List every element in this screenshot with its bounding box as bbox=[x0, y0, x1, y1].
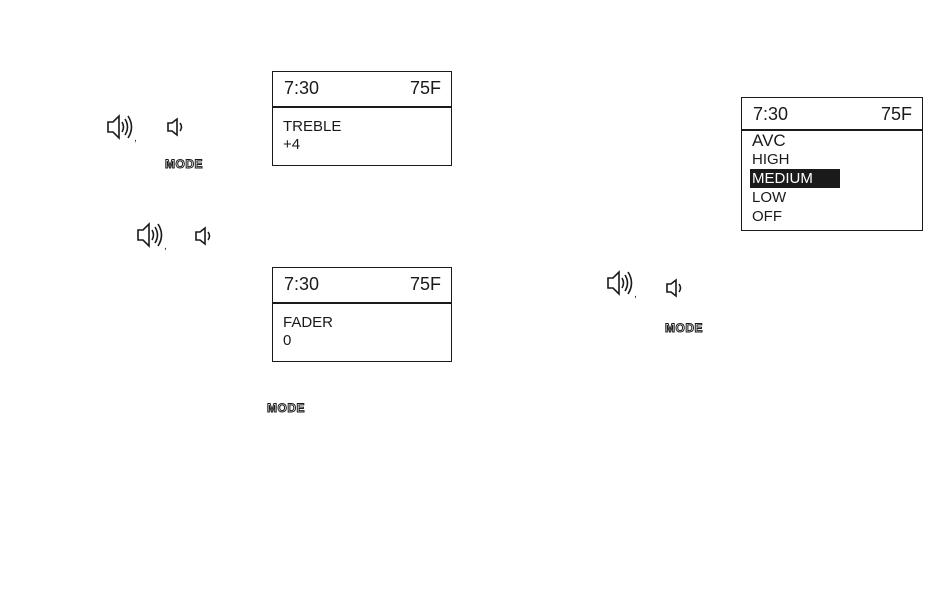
display-header: 7:30 75F bbox=[742, 98, 922, 131]
avc-display: 7:30 75F AVC HIGH MEDIUM LOW OFF bbox=[741, 97, 923, 231]
temperature: 75F bbox=[881, 104, 912, 125]
comma: , bbox=[134, 133, 137, 144]
temperature: 75F bbox=[410, 78, 441, 99]
clock-time: 7:30 bbox=[284, 78, 319, 99]
speaker-soft-icon bbox=[166, 117, 188, 137]
menu-item-low[interactable]: LOW bbox=[750, 188, 840, 207]
setting-value: +4 bbox=[283, 136, 300, 153]
speaker-loud-icon bbox=[106, 113, 136, 141]
mode-button-label[interactable]: MODE bbox=[665, 321, 703, 335]
display-header: 7:30 75F bbox=[273, 72, 451, 108]
speaker-loud-icon bbox=[136, 221, 166, 249]
speaker-soft-icon bbox=[665, 278, 687, 298]
comma: , bbox=[164, 241, 167, 252]
setting-value: 0 bbox=[283, 332, 291, 349]
clock-time: 7:30 bbox=[753, 104, 788, 125]
setting-name: FADER bbox=[283, 314, 333, 331]
setting-name: TREBLE bbox=[283, 118, 341, 135]
temperature: 75F bbox=[410, 274, 441, 295]
speaker-soft-icon bbox=[194, 226, 216, 246]
menu-item-off[interactable]: OFF bbox=[750, 207, 840, 226]
menu-item-medium[interactable]: MEDIUM bbox=[750, 169, 840, 188]
speaker-loud-icon bbox=[606, 269, 636, 297]
clock-time: 7:30 bbox=[284, 274, 319, 295]
comma: , bbox=[634, 289, 637, 300]
treble-display: 7:30 75F TREBLE +4 bbox=[272, 71, 452, 166]
mode-button-label[interactable]: MODE bbox=[165, 157, 203, 171]
avc-menu: AVC HIGH MEDIUM LOW OFF bbox=[750, 131, 840, 226]
menu-title: AVC bbox=[750, 131, 840, 150]
menu-item-high[interactable]: HIGH bbox=[750, 150, 840, 169]
display-header: 7:30 75F bbox=[273, 268, 451, 304]
fader-display: 7:30 75F FADER 0 bbox=[272, 267, 452, 362]
mode-button-label[interactable]: MODE bbox=[267, 401, 305, 415]
